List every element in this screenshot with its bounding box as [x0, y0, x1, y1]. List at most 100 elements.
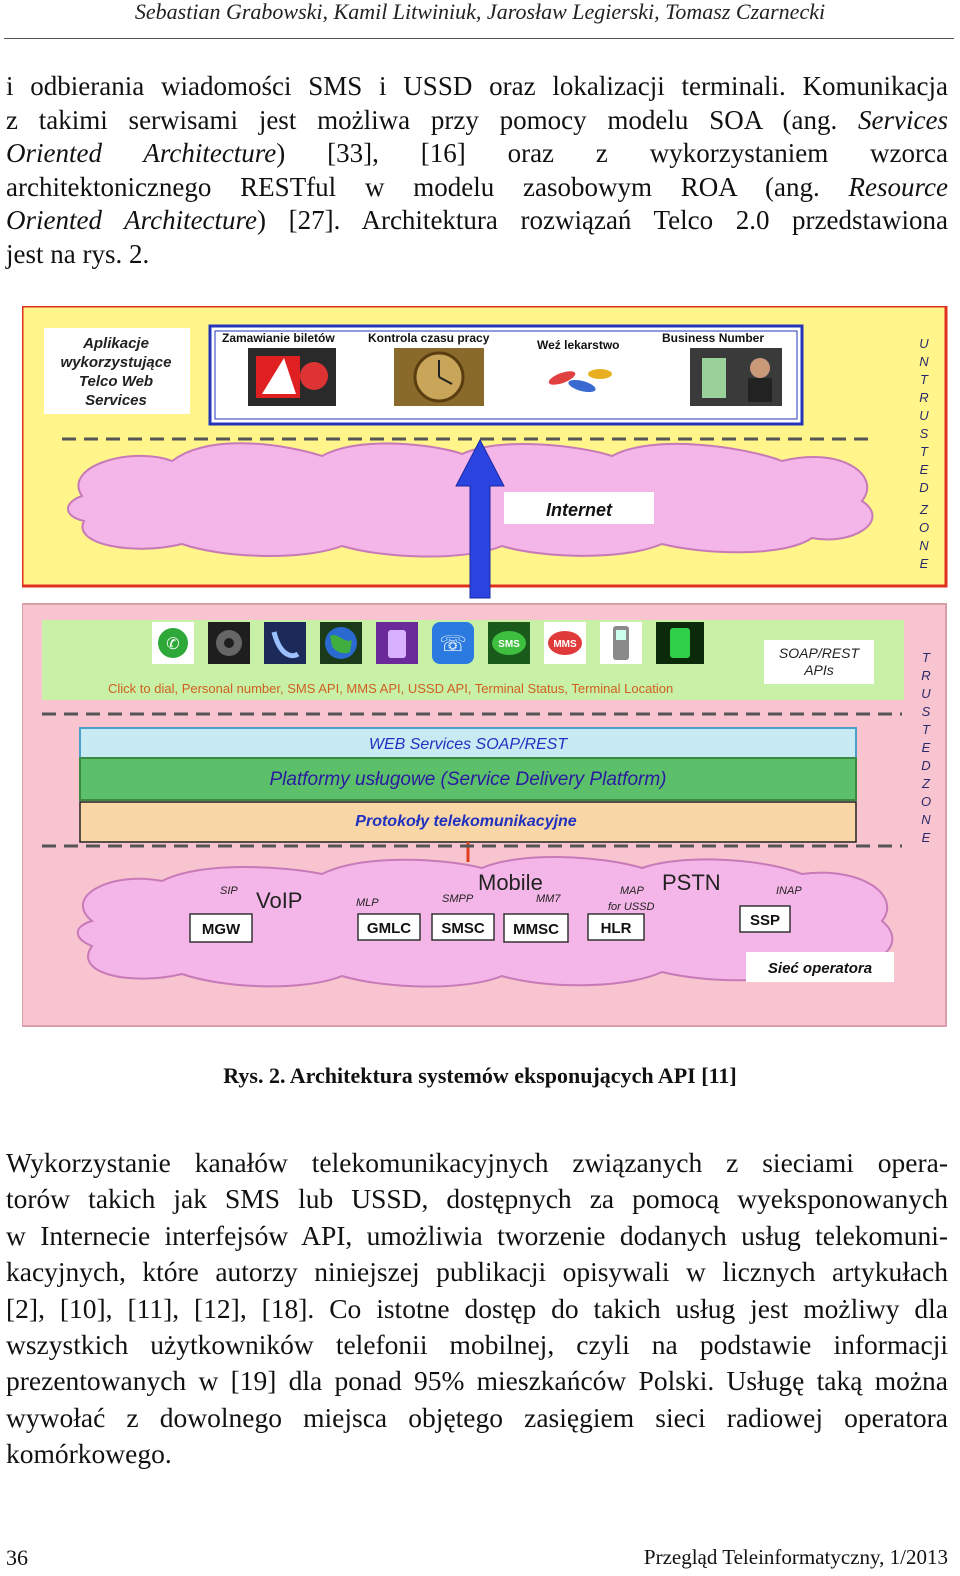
svg-text:S: S	[920, 426, 929, 441]
text-line: prezentowanych w [19] dla ponad 95% mies…	[6, 1365, 948, 1397]
pstn-label: PSTN	[662, 870, 721, 895]
text-line: i odbierania wiadomości SMS i USSD oraz …	[6, 71, 948, 101]
text-line: Oriented Architecture) [27]. Architektur…	[6, 205, 948, 235]
svg-text:N: N	[921, 812, 931, 827]
svg-text:E: E	[922, 830, 931, 845]
globe-icon	[320, 622, 362, 664]
soap-rest-apis-box	[764, 640, 874, 684]
arrow-up-icon	[455, 438, 505, 599]
text-line: Oriented Architecture) [33], [16] oraz z…	[6, 138, 948, 168]
node-box	[431, 913, 495, 941]
phone-icon: ✆	[152, 622, 194, 664]
architecture-figure: Aplikacje wykorzystujące Telco Web Servi…	[22, 306, 948, 1027]
node-box	[587, 913, 645, 941]
figure-caption: Rys. 2. Architektura systemów eksponując…	[223, 1063, 737, 1088]
apps-title-box	[44, 328, 190, 414]
web-services-label: WEB Services SOAP/REST	[369, 736, 568, 753]
operator-net-label: Sieć operatora	[768, 960, 872, 977]
svg-text:U: U	[919, 336, 929, 351]
svg-text:R: R	[919, 390, 928, 405]
apps-title-line: wykorzystujące	[61, 354, 172, 371]
text-line: wywołać z dowolnego miejsca objętego zas…	[6, 1401, 948, 1433]
page-number: 36	[6, 1545, 28, 1570]
sdp-label: Platformy usługowe (Service Delivery Pla…	[269, 769, 666, 790]
svg-text:✆: ✆	[166, 636, 179, 653]
protocols-label: Protokoły telekomunikacyjne	[355, 813, 577, 830]
svg-text:U: U	[921, 686, 931, 701]
app-label: Zamawianie biletów	[222, 331, 335, 345]
paragraph-2: Wykorzystanie kanałów telekomunikacyjnyc…	[6, 1145, 948, 1473]
svg-text:O: O	[921, 794, 931, 809]
text-line: komórkowego.	[6, 1438, 172, 1470]
text-line: architektonicznego RESTful w modelu zaso…	[6, 171, 949, 202]
apps-title-line: Aplikacje	[82, 335, 149, 352]
running-head: Sebastian Grabowski, Kamil Litwiniuk, Ja…	[134, 0, 826, 24]
svg-text:T: T	[922, 722, 931, 737]
journal-name: Przegląd Teleinformatyczny, 1/2013	[643, 1545, 948, 1569]
italic-term: Oriented Architecture	[6, 138, 277, 168]
mobile-phone-icon	[600, 622, 642, 664]
svg-text:N: N	[919, 354, 929, 369]
protocol-tag: SIP	[220, 885, 238, 897]
handset-icon	[264, 622, 306, 664]
app-label: Business Number	[662, 331, 764, 345]
node-mmsc: MMSC	[513, 921, 559, 938]
terminal-icon	[656, 622, 704, 664]
node-box	[357, 913, 421, 941]
node-box	[189, 913, 253, 943]
italic-term: Oriented Architecture	[6, 205, 258, 235]
svg-text:T: T	[922, 650, 931, 665]
internet-label-box	[504, 492, 654, 524]
sdp-layer	[79, 757, 857, 801]
mobile-label: Mobile	[478, 870, 543, 895]
protocol-tag: INAP	[776, 885, 802, 897]
text-line: wszystkich użytkowników telefonii mobiln…	[6, 1329, 948, 1361]
svg-text:N: N	[919, 538, 929, 553]
italic-term: Services	[858, 104, 948, 135]
svg-text:R: R	[921, 668, 930, 683]
italic-term: Resource	[848, 171, 949, 202]
header-rule	[4, 38, 954, 39]
protocol-tag: MAP	[620, 885, 645, 897]
app-label: Kontrola czasu pracy	[368, 331, 490, 345]
ticket-app-icon	[248, 348, 336, 406]
node-gmlc: GMLC	[367, 920, 411, 937]
clock-app-icon	[394, 348, 484, 406]
svg-text:E: E	[922, 740, 931, 755]
device-icon	[376, 622, 418, 664]
protocol-tag: SMPP	[442, 893, 474, 905]
text-line: kacyjnych, które autorzy niniejszej publ…	[6, 1256, 948, 1288]
soap-rest-apis-line: APIs	[803, 662, 834, 678]
svg-text:E: E	[920, 462, 929, 477]
node-hlr: HLR	[601, 920, 632, 937]
svg-text:SMS: SMS	[498, 639, 520, 650]
voip-label: VoIP	[256, 888, 302, 913]
text-line: z takimi serwisami jest możliwa przy pom…	[6, 104, 948, 135]
api-list: Click to dial, Personal number, SMS API,…	[108, 681, 673, 696]
paragraph-1: i odbierania wiadomości SMS i USSD oraz …	[6, 70, 948, 271]
sms-icon: SMS	[488, 622, 530, 664]
text-line: w Internecie interfejsów API, umożliwia …	[6, 1219, 948, 1251]
text-line: [2], [10], [11], [12], [18]. Co istotne …	[6, 1292, 948, 1324]
svg-text:U: U	[919, 408, 929, 423]
protocol-tag: MLP	[356, 897, 379, 909]
protocol-tag: MM7	[536, 893, 561, 905]
svg-text:Z: Z	[921, 776, 931, 791]
mms-icon: MMS	[544, 622, 586, 664]
api-icons: ✆ ☏ SMS MMS	[152, 622, 704, 664]
rotary-phone-icon	[208, 622, 250, 664]
svg-text:Z: Z	[919, 502, 929, 517]
apps-title-line: Services	[85, 392, 147, 409]
node-ssp: SSP	[750, 912, 780, 929]
text-line: Wykorzystanie kanałów telekomunikacyjnyc…	[6, 1147, 948, 1178]
node-box	[739, 905, 791, 933]
soap-rest-apis-line: SOAP/REST	[779, 645, 861, 661]
node-box	[503, 913, 569, 943]
operator-net-label-box	[746, 952, 894, 982]
svg-text:☏: ☏	[439, 631, 467, 656]
node-mgw: MGW	[202, 921, 241, 938]
svg-text:T: T	[920, 444, 929, 459]
node-smsc: SMSC	[441, 920, 485, 937]
